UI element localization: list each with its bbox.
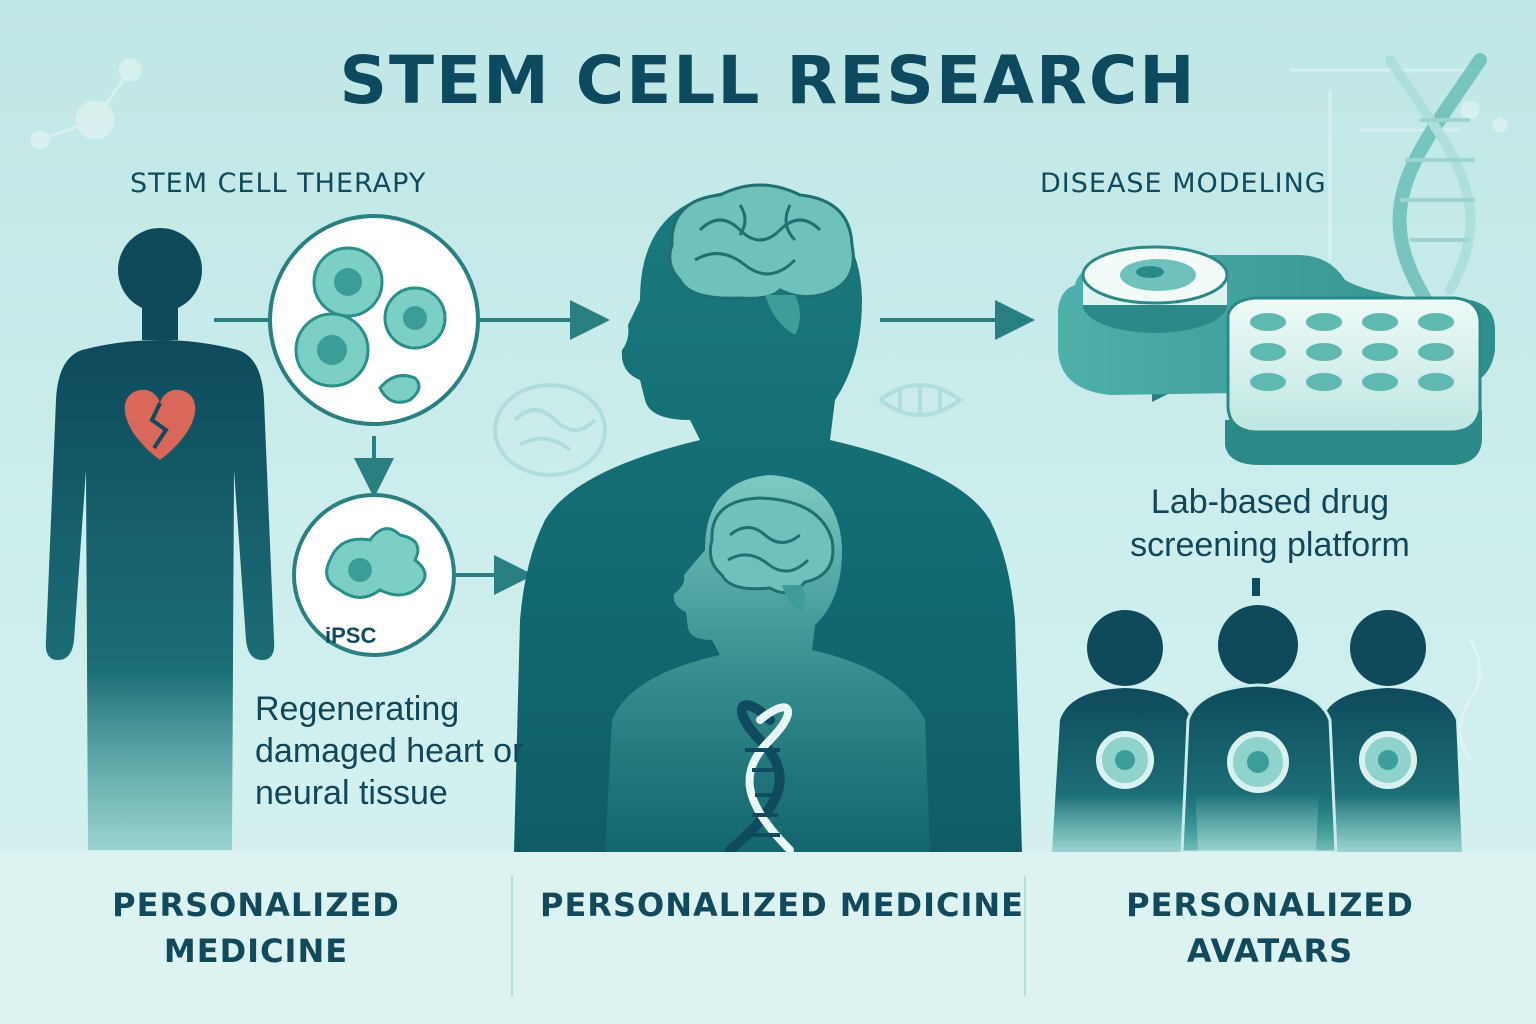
- stem-cells-icon: [268, 214, 480, 426]
- section-title-therapy: STEM CELL THERAPY: [130, 168, 427, 199]
- patient-silhouette: [45, 228, 275, 850]
- petri-dish-icon: [1081, 245, 1229, 333]
- ipsc-label: iPSC: [325, 623, 377, 648]
- avatar: [1180, 605, 1338, 854]
- footer-label-personalized-medicine: PERSONALIZED MEDICINE: [112, 886, 400, 970]
- section-title-modeling: DISEASE MODELING: [1040, 168, 1327, 199]
- modeling-caption: Lab-based drug screening platform: [1130, 483, 1410, 564]
- footer-divider: [511, 876, 513, 996]
- page-title: STEM CELL RESEARCH: [339, 42, 1197, 119]
- broken-heart-icon: [124, 389, 196, 460]
- connector-mark: [1252, 578, 1260, 596]
- avatar: [1316, 610, 1462, 852]
- avatar: [1052, 610, 1198, 852]
- brain-icon: [668, 183, 855, 335]
- well-plate-icon: [1225, 296, 1482, 465]
- dna-helix-icon: [725, 700, 794, 855]
- ipsc-cell-icon: [292, 493, 456, 657]
- footer-label-personalized-medicine-center: PERSONALIZED MEDICINE: [539, 886, 1024, 924]
- inner-silhouette: [605, 475, 930, 852]
- background-decorations: [30, 58, 1508, 761]
- avatar-figures: [1052, 605, 1462, 854]
- footer-bar: [0, 852, 1536, 1024]
- footer-label-personalized-avatars: PERSONALIZED AVATARS: [1126, 886, 1414, 970]
- therapy-caption: Regenerating damaged heart or neural tis…: [255, 690, 524, 812]
- footer-divider: [1024, 876, 1026, 996]
- faint-brain-icon: [493, 383, 964, 477]
